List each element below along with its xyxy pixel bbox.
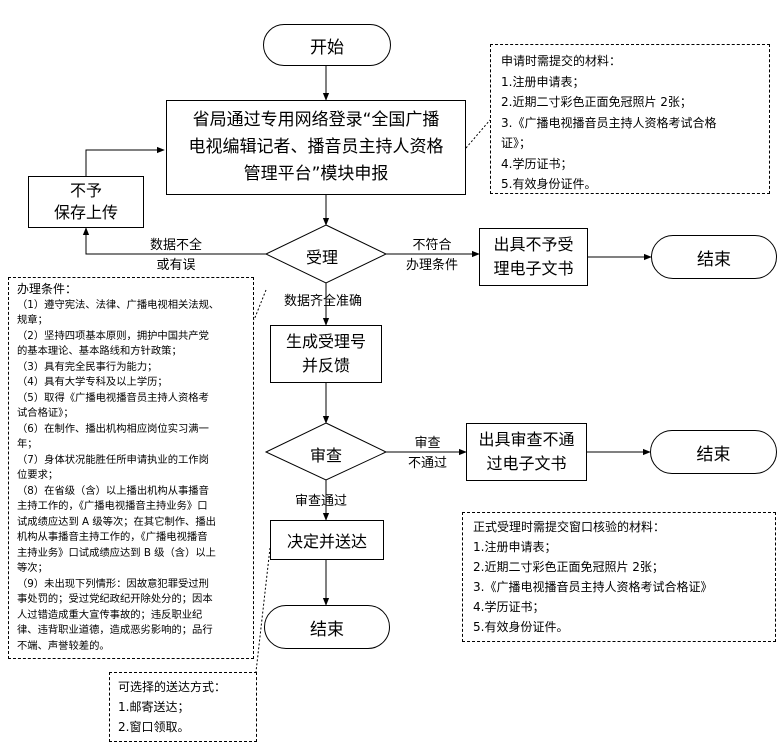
conditions-line: 位要求； bbox=[17, 469, 59, 481]
window-materials-note: 正式受理时需提交窗口核验的材料： 1.注册申请表； 2.近期二寸彩色正面免冠照片… bbox=[462, 512, 776, 642]
end-label-1: 结束 bbox=[697, 249, 731, 270]
fail-label: 审查 不通过 bbox=[408, 434, 447, 474]
gen-number-line: 并反馈 bbox=[301, 356, 350, 375]
decide-label: 决定并送达 bbox=[286, 532, 367, 551]
conditions-line: （9）未出现下列情形：因故意犯罪受过刑 bbox=[17, 577, 209, 590]
arrow-reject-to-submit bbox=[85, 146, 165, 176]
conditions-line: （1）遵守宪法、法律、广播电视相关法规、 bbox=[17, 298, 220, 311]
conditions-line: 的基本理论、基本路线和方针政策； bbox=[17, 345, 182, 357]
end-node-3: 结束 bbox=[264, 605, 390, 649]
note-connector-conditions bbox=[253, 289, 267, 321]
submit-step: 省局通过专用网络登录“全国广播 电视编辑记者、播音员主持人资格 管理平台”模块申… bbox=[166, 100, 466, 195]
submit-line: 电视编辑记者、播音员主持人资格 bbox=[188, 137, 444, 157]
conditions-line: （7）身体状况能胜任所申请执业的工作岗 bbox=[17, 453, 209, 466]
gen-number-box: 生成受理号 并反馈 bbox=[270, 325, 382, 383]
end-node-2: 结束 bbox=[650, 430, 777, 474]
conditions-line: 不端、声誉较差的。 bbox=[17, 639, 110, 652]
reject-save-line: 不予 bbox=[69, 181, 102, 200]
fail-doc-line: 过电子文书 bbox=[486, 454, 567, 473]
conditions-line: 事处罚的；受过党纪政纪开除处分的；因本 bbox=[17, 593, 213, 605]
reject-save-line: 保存上传 bbox=[53, 203, 118, 222]
delivery-item: 1.邮寄送达； bbox=[118, 700, 190, 714]
decide-box: 决定并送达 bbox=[270, 520, 384, 560]
not-conform-line: 不符合 bbox=[412, 238, 452, 253]
conditions-line: （6）在制作、播出机构相应岗位实习满一 bbox=[17, 422, 209, 435]
window-materials-item: 5.有效身份证件。 bbox=[473, 620, 569, 634]
incomplete-line: 数据不全 bbox=[150, 238, 203, 253]
fail-doc-box: 出具审查不通 过电子文书 bbox=[466, 423, 587, 481]
start-node: 开始 bbox=[263, 24, 391, 66]
no-accept-doc-box: 出具不予受 理电子文书 bbox=[479, 228, 588, 286]
note-connector-delivery bbox=[255, 547, 271, 673]
incomplete-label: 数据不全 或有误 bbox=[150, 236, 202, 276]
accept-label: 受理 bbox=[306, 248, 339, 267]
review-label: 审查 bbox=[310, 446, 343, 465]
incomplete-line: 或有误 bbox=[156, 258, 196, 273]
conditions-line: （4）具有大学专科及以上学历； bbox=[17, 376, 168, 388]
apply-materials-item: 2.近期二寸彩色正面免冠照片 2张； bbox=[501, 95, 692, 109]
note-connector-apply bbox=[465, 119, 491, 149]
apply-materials-item: 3.《广播电视播音员主持人资格考试合格 bbox=[501, 115, 717, 130]
window-materials-item: 1.注册申请表； bbox=[473, 540, 557, 554]
submit-line: 管理平台”模块申报 bbox=[243, 164, 389, 184]
conditions-line: 主持业务》口试成绩应达到 B 级（含）以上 bbox=[17, 546, 216, 559]
window-materials-item: 4.学历证书； bbox=[473, 600, 545, 614]
conditions-line: （3）具有完全民事行为能力； bbox=[17, 360, 158, 373]
end-label-2: 结束 bbox=[696, 444, 731, 465]
submit-line: 省局通过专用网络登录“全国广播 bbox=[192, 110, 440, 130]
apply-materials-item: 5.有效身份证件。 bbox=[501, 177, 597, 191]
conditions-line: （5）取得《广播电视播音员主持人资格考 bbox=[17, 391, 209, 404]
apply-materials-item: 4.学历证书； bbox=[501, 156, 573, 171]
reject-save-box: 不予 保存上传 bbox=[28, 176, 144, 228]
delivery-note: 可选择的送达方式： 1.邮寄送达； 2.窗口领取。 bbox=[109, 672, 257, 742]
window-materials-item: 3.《广播电视播音员主持人资格考试合格证》 bbox=[473, 580, 713, 594]
start-label: 开始 bbox=[310, 37, 344, 58]
fail-doc-line: 出具审查不通 bbox=[478, 430, 575, 449]
conditions-line: 试成绩应达到 A 级等次；在其它制作、播出 bbox=[17, 515, 216, 528]
conditions-line: 试合格证》； bbox=[17, 407, 74, 419]
delivery-item: 2.窗口领取。 bbox=[118, 720, 190, 734]
conditions-line: 等次； bbox=[17, 562, 48, 574]
fail-line: 不通过 bbox=[408, 456, 448, 471]
end-node-1: 结束 bbox=[651, 235, 777, 279]
window-materials-item: 2.近期二寸彩色正面免冠照片 2张； bbox=[473, 560, 664, 574]
conditions-line: 规章； bbox=[17, 314, 48, 326]
apply-materials-item: 1.注册申请表； bbox=[501, 74, 585, 89]
submit-text: 省局通过专用网络登录“全国广播 电视编辑记者、播音员主持人资格 管理平台”模块申… bbox=[189, 107, 444, 188]
conditions-line: 主持工作的，《广播电视播音主持业务》口 bbox=[17, 500, 208, 512]
review-diamond bbox=[264, 422, 388, 481]
accept-diamond bbox=[264, 224, 388, 284]
no-accept-doc-line: 理电子文书 bbox=[493, 259, 574, 278]
conditions-line: 办理条件： bbox=[17, 282, 78, 296]
complete-label: 数据齐全准确 bbox=[284, 294, 363, 309]
gen-number-line: 生成受理号 bbox=[285, 332, 366, 351]
window-materials-title: 正式受理时需提交窗口核验的材料： bbox=[473, 520, 666, 534]
fail-line: 审查 bbox=[414, 436, 441, 451]
conditions-line: 年； bbox=[17, 438, 38, 450]
delivery-title: 可选择的送达方式： bbox=[118, 680, 227, 694]
apply-materials-item: 证》； bbox=[501, 136, 532, 150]
no-accept-doc-line: 出具不予受 bbox=[493, 235, 574, 254]
apply-materials-note: 申请时需提交的材料： 1.注册申请表； 2.近期二寸彩色正面免冠照片 2张； 3… bbox=[490, 44, 770, 194]
pass-label: 审查通过 bbox=[295, 494, 348, 509]
not-conform-label: 不符合 办理条件 bbox=[406, 236, 458, 276]
apply-materials-title: 申请时需提交的材料： bbox=[501, 54, 622, 68]
not-conform-line: 办理条件 bbox=[406, 258, 459, 273]
conditions-line: （2）坚持四项基本原则，拥护中国共产党 bbox=[17, 329, 209, 342]
end-label-3: 结束 bbox=[310, 619, 344, 640]
conditions-line: 机构从事播音主持工作的，《广播电视播音 bbox=[17, 531, 208, 543]
conditions-line: 律、违背职业道德，造成恶劣影响的；品行 bbox=[17, 624, 213, 636]
conditions-line: （8）在省级（含）以上播出机构从事播音 bbox=[17, 484, 209, 497]
conditions-note: 办理条件： （1）遵守宪法、法律、广播电视相关法规、 规章； （2）坚持四项基本… bbox=[8, 277, 254, 659]
conditions-line: 人过错造成重大宣传事故的；违反职业纪 bbox=[17, 608, 203, 621]
arrow-accept-to-reject bbox=[82, 227, 266, 255]
